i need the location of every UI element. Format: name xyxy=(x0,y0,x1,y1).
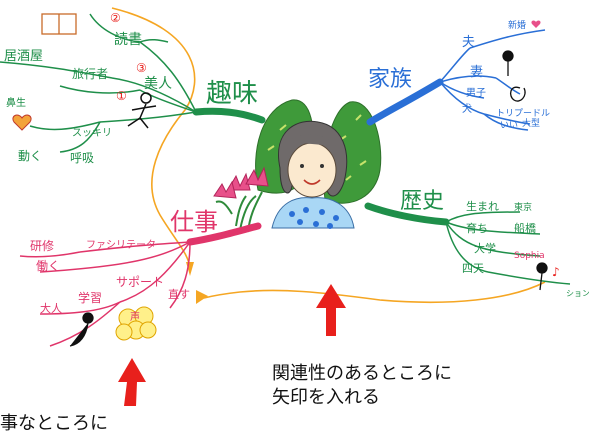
history-item-3: 育ち xyxy=(466,221,488,235)
work-item-4: 大人 xyxy=(40,301,62,315)
caption-left-line-1: 事なところに xyxy=(0,413,108,434)
work-item-8: 直す xyxy=(168,287,190,301)
runner-icon xyxy=(127,92,157,129)
heart-small-icon xyxy=(531,20,541,28)
hobby-item-4: 美人 xyxy=(144,76,172,92)
red-arrow-left xyxy=(118,358,146,406)
history-item-5: 大学 xyxy=(474,241,496,255)
family-item-1: 夫 xyxy=(462,35,475,50)
branch-title-hobby: 趣味 xyxy=(206,79,258,109)
microphone-icon-history xyxy=(536,262,548,291)
caption-right-line-1: 関連性のあるところに xyxy=(272,363,452,384)
work-item-7: 声 xyxy=(130,310,140,323)
heart-icon xyxy=(12,114,32,131)
music-note-icon: ♪ xyxy=(552,265,560,279)
hobby-item-8: スッキリ xyxy=(72,128,112,139)
work-item-1: 研修 xyxy=(30,238,54,253)
family-item-5: 犬 xyxy=(462,102,472,115)
history-item-8: ション xyxy=(566,289,589,298)
person-face xyxy=(287,142,337,198)
dog-icon xyxy=(509,86,526,102)
history-item-1: 生まれ xyxy=(466,199,499,213)
caption-left: 事なところに xyxy=(0,412,108,436)
branch-family xyxy=(366,29,546,131)
family-item-8: 大型 xyxy=(522,117,540,129)
person-shirt xyxy=(271,197,355,229)
hobby-item-2: 居酒屋 xyxy=(4,49,43,64)
family-item-6: トリプードル xyxy=(496,108,550,119)
central-image xyxy=(213,99,382,233)
hobby-item-7: 呼吸 xyxy=(70,151,94,165)
annotation-arrows xyxy=(118,284,346,406)
branch-title-history: 歴史 xyxy=(400,189,444,214)
hobby-item-3: 旅行者 xyxy=(72,67,108,81)
branch-title-family: 家族 xyxy=(368,67,412,92)
family-item-3: 妻 xyxy=(470,65,483,80)
microphone-icon-work xyxy=(69,312,94,347)
hobby-mark-1: ② xyxy=(110,11,121,25)
branch-history xyxy=(364,202,571,285)
caption-right: 関連性のあるところに 矢印を入れる xyxy=(272,362,452,410)
hobby-item-6: 動く xyxy=(18,149,42,163)
relation-links xyxy=(111,7,546,304)
hobby-item-5: 鼻生 xyxy=(6,96,26,109)
family-item-4: 男子 xyxy=(466,87,486,99)
hobby-mark-3: ① xyxy=(116,89,127,103)
branch-title-work: 仕事 xyxy=(170,208,218,236)
work-item-6: サポート xyxy=(116,275,164,289)
family-item-2: 新婚 xyxy=(508,19,526,31)
book-icon xyxy=(41,13,77,35)
tulip-flowers xyxy=(213,166,269,233)
branch-work xyxy=(19,222,262,347)
history-item-7: Sophia xyxy=(514,251,545,261)
work-item-2: ファシリテーター xyxy=(86,239,166,251)
red-arrow-right xyxy=(316,284,346,336)
history-item-2: 東京 xyxy=(514,201,532,213)
caption-right-line-2: 矢印を入れる xyxy=(272,387,380,408)
relation-link-hobby-work xyxy=(111,7,196,271)
microphone-icon xyxy=(502,50,514,76)
voice-flower-icon xyxy=(115,306,157,341)
work-item-3: 働く xyxy=(36,259,60,273)
branch-hobby xyxy=(0,13,266,153)
hobby-mark-2: ③ xyxy=(136,61,147,75)
link-arrowhead-left xyxy=(196,290,208,304)
family-item-7: いい xyxy=(500,121,518,131)
work-item-5: 学習 xyxy=(78,290,102,305)
history-item-4: 船橋 xyxy=(514,221,536,235)
history-item-6: 四天 xyxy=(462,262,484,275)
hobby-item-1: 読書 xyxy=(114,31,142,48)
relation-link-history-work xyxy=(203,281,546,304)
